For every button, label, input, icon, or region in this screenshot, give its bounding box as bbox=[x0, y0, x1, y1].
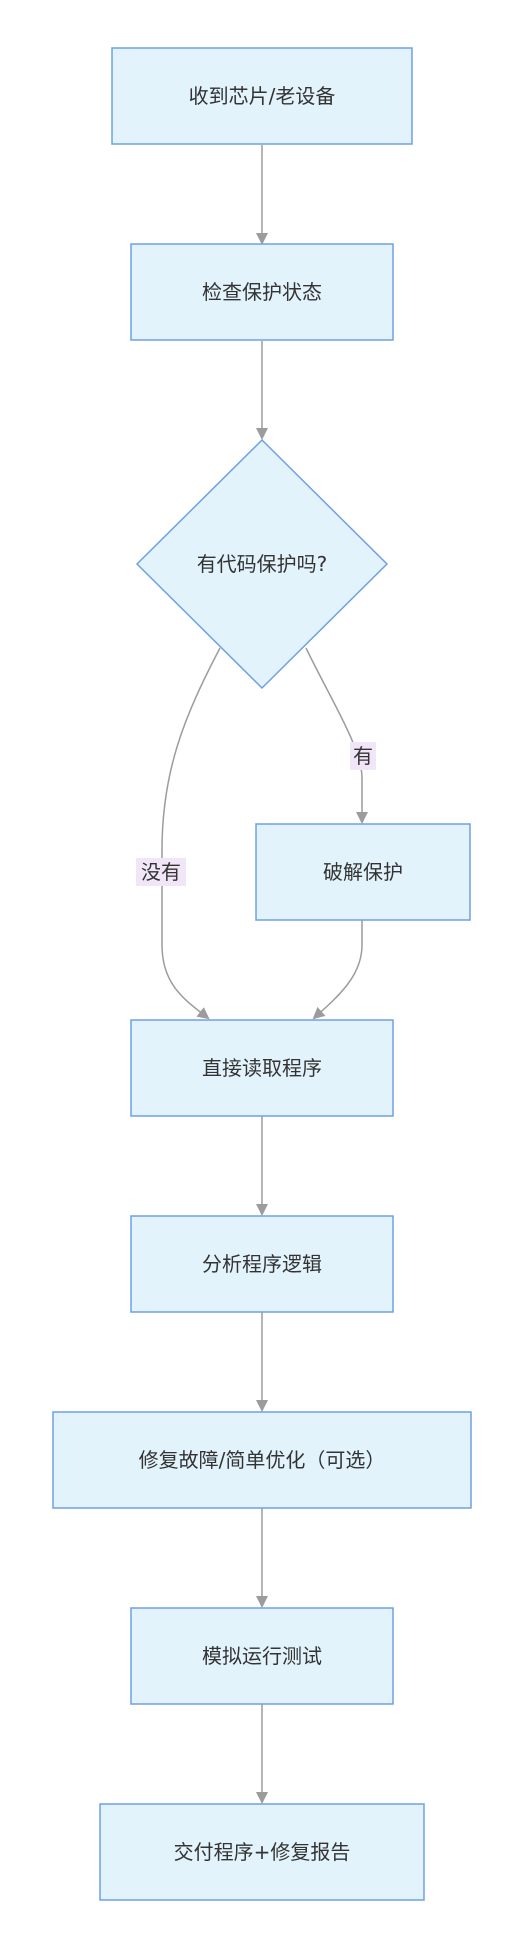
node-check: 检查保护状态 bbox=[130, 243, 394, 341]
node-simulate: 模拟运行测试 bbox=[130, 1607, 394, 1705]
node-check-label: 检查保护状态 bbox=[202, 280, 322, 304]
node-simulate-label: 模拟运行测试 bbox=[202, 1644, 322, 1668]
node-repair: 修复故障/简单优化（可选） bbox=[52, 1411, 472, 1509]
edge-crack-read bbox=[312, 918, 363, 1020]
node-deliver-label: 交付程序+修复报告 bbox=[174, 1840, 351, 1864]
edge-label-no: 没有 bbox=[136, 858, 186, 886]
node-analyze: 分析程序逻辑 bbox=[130, 1215, 394, 1313]
node-crack: 破解保护 bbox=[255, 823, 471, 921]
node-receive-label: 收到芯片/老设备 bbox=[189, 84, 336, 108]
node-receive: 收到芯片/老设备 bbox=[111, 47, 413, 145]
node-analyze-label: 分析程序逻辑 bbox=[202, 1252, 322, 1276]
node-crack-label: 破解保护 bbox=[323, 860, 403, 884]
edges bbox=[161, 145, 368, 1804]
node-read-label: 直接读取程序 bbox=[202, 1056, 322, 1080]
edge-label-no-text: 没有 bbox=[141, 860, 181, 884]
node-repair-label: 修复故障/简单优化（可选） bbox=[139, 1448, 386, 1472]
edge-label-yes: 有 bbox=[350, 742, 376, 770]
node-read: 直接读取程序 bbox=[130, 1019, 394, 1117]
node-decision: 有代码保护吗? bbox=[135, 438, 389, 690]
node-deliver: 交付程序+修复报告 bbox=[99, 1803, 425, 1901]
edge-decision-crack bbox=[305, 647, 368, 824]
edge-label-yes-text: 有 bbox=[353, 744, 373, 768]
edge-decision-read bbox=[161, 647, 221, 1020]
node-decision-label: 有代码保护吗? bbox=[197, 552, 328, 576]
